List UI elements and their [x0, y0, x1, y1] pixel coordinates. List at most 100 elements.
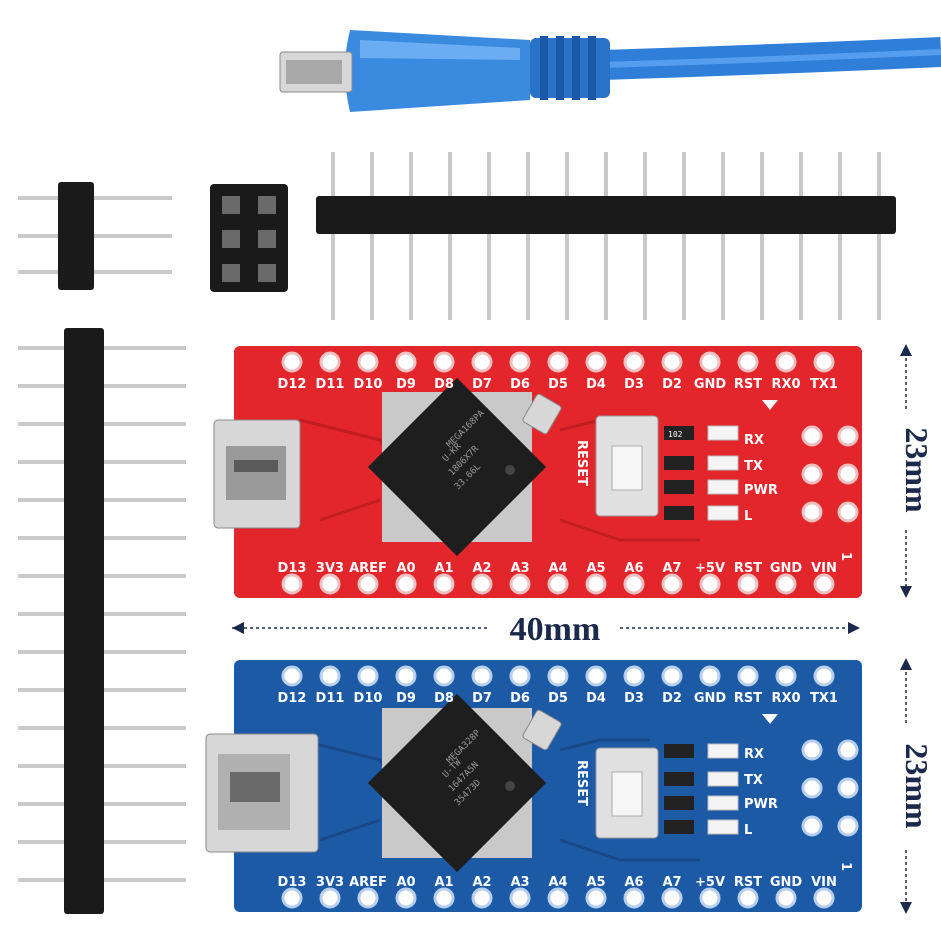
microcontroller-chip: MEGA168PA U-KR 1806X7R 33.66L: [367, 377, 547, 557]
pin-hole: [547, 887, 569, 909]
pin-hole: [585, 665, 607, 687]
pin-label-d3: D3: [624, 377, 644, 392]
pin-hole: [357, 351, 379, 373]
pin-label-d5: D5: [548, 377, 568, 392]
pin-hole: [319, 887, 341, 909]
pin-label-a3: A3: [510, 875, 529, 890]
pin-label-a1: A1: [434, 875, 453, 890]
pin-label-a6: A6: [624, 561, 643, 576]
pin-hole: [433, 887, 455, 909]
pin-hole: [737, 887, 759, 909]
pin-label-d11: D11: [316, 691, 345, 706]
pin-label-aref: AREF: [349, 561, 387, 576]
crystal: [522, 393, 562, 435]
pin-hole: [433, 351, 455, 373]
red-nano-board: MEGA168PA U-KR 1806X7R 33.66L RESET 102 …: [213, 346, 862, 598]
pin-label-d13: D13: [278, 561, 307, 576]
blue-nano-board: MEGA328P U-TW 1647A5N 35473D RESET RX TX…: [205, 660, 862, 912]
pin-label-d12: D12: [278, 377, 307, 392]
pin-label-gnd: GND: [694, 691, 727, 706]
dimension-23mm-blue: 23mm: [899, 658, 935, 914]
pin-label-d9: D9: [396, 377, 416, 392]
pin-label-a3: A3: [510, 561, 529, 576]
pin-label-rx0: RX0: [771, 377, 800, 392]
pin-hole: [319, 573, 341, 595]
usb-cable: [279, 30, 941, 112]
pin-hole: [433, 573, 455, 595]
pin-label-a2: A2: [472, 875, 491, 890]
pin-hole: [547, 573, 569, 595]
pin-label-d9: D9: [396, 691, 416, 706]
pin-header-15x1-vertical: [18, 328, 186, 914]
pin-label-d5: D5: [548, 691, 568, 706]
pin-header-3x1: [18, 182, 172, 290]
pin-label-tx1: TX1: [810, 377, 838, 392]
width-dimension-label: 40mm: [510, 611, 601, 648]
led-label-pwr: PWR: [744, 483, 778, 498]
pin-label-a7: A7: [662, 875, 681, 890]
pin-hole: [737, 351, 759, 373]
pin-hole: [281, 665, 303, 687]
dimension-40mm: 40mm: [232, 611, 860, 648]
pin-hole: [661, 573, 683, 595]
pin-label-vin: VIN: [811, 561, 837, 576]
pin-label-d6: D6: [510, 377, 530, 392]
pin-hole: [281, 351, 303, 373]
pin-header-2x3: [210, 184, 288, 292]
pin-hole: [357, 665, 379, 687]
pin-label-d10: D10: [354, 691, 383, 706]
pin-hole: [585, 887, 607, 909]
microcontroller-chip: MEGA328P U-TW 1647A5N 35473D: [367, 693, 547, 873]
pin-hole: [357, 887, 379, 909]
led-label-l: L: [744, 823, 752, 838]
pin-hole: [319, 665, 341, 687]
pin-label-a0: A0: [396, 875, 415, 890]
pin-hole: [395, 351, 417, 373]
pin-label-rst: RST: [734, 691, 762, 706]
reset-button: [595, 747, 659, 839]
pin-label-d7: D7: [472, 691, 492, 706]
pin-hole: [471, 665, 493, 687]
reset-label: RESET: [574, 760, 589, 806]
pin-hole: [623, 887, 645, 909]
pin-label-rx0: RX0: [771, 691, 800, 706]
pin-label-d4: D4: [586, 377, 606, 392]
pin-label-a5: A5: [586, 561, 605, 576]
pin-label-a6: A6: [624, 875, 643, 890]
pin-hole: [661, 351, 683, 373]
pin-hole: [395, 573, 417, 595]
pin-label-d8: D8: [434, 377, 454, 392]
pin-label-d13: D13: [278, 875, 307, 890]
pin-label-d11: D11: [316, 377, 345, 392]
pin-hole: [357, 573, 379, 595]
resistor-led-array: [664, 425, 739, 521]
pin-hole: [471, 573, 493, 595]
crystal: [522, 709, 562, 751]
pin-hole: [509, 887, 531, 909]
pin-hole: [699, 573, 721, 595]
resistor-led-array: [664, 743, 739, 835]
pin-label-5v: +5V: [695, 561, 725, 576]
pin-header-15x1-horizontal: [316, 152, 896, 320]
pin-label-d2: D2: [662, 377, 682, 392]
pin-label-d7: D7: [472, 377, 492, 392]
pin-hole: [623, 573, 645, 595]
pin-hole: [661, 887, 683, 909]
reset-button: [595, 415, 659, 517]
right-side-holes: [801, 425, 859, 523]
pin-hole: [699, 351, 721, 373]
pin-label-3v3: 3V3: [316, 561, 344, 576]
pin-label-a2: A2: [472, 561, 491, 576]
pin-hole: [471, 351, 493, 373]
pin-hole: [319, 351, 341, 373]
mini-usb-port: [205, 733, 319, 853]
pin-label-a7: A7: [662, 561, 681, 576]
pin-hole: [813, 665, 835, 687]
pin-hole: [471, 887, 493, 909]
pin-label-5v: +5V: [695, 875, 725, 890]
pin-label-vin: VIN: [811, 875, 837, 890]
pin-label-d8: D8: [434, 691, 454, 706]
pin-label-a1: A1: [434, 561, 453, 576]
pin-label-gnd: GND: [770, 875, 803, 890]
pin-hole: [623, 351, 645, 373]
